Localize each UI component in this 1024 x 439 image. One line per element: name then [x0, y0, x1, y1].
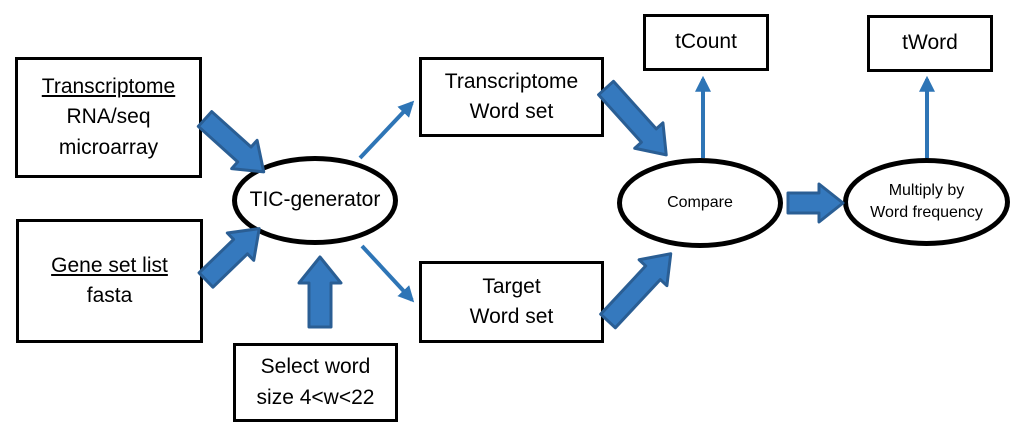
node-transcriptome-input-line3: microarray — [58, 135, 159, 159]
node-tcount-output: tCount — [643, 14, 769, 71]
node-tic-generator: TIC-generator — [232, 156, 398, 245]
node-select-word-size: Select word size 4<w<22 — [233, 343, 398, 422]
node-target-word-set-line2: Word set — [469, 305, 554, 328]
block-arrow-selectword-to-tic — [297, 255, 343, 329]
node-gene-set-input: Gene set list fasta — [16, 219, 203, 343]
node-select-word-size-line2: size 4<w<22 — [256, 385, 375, 409]
node-multiply-line2: Word frequency — [870, 204, 983, 221]
block-arrow-compare-to-multiply — [786, 182, 845, 224]
block-arrow-transcriptome-wordset-to-compare — [597, 79, 668, 157]
node-transcriptome-input: Transcriptome RNA/seq microarray — [15, 57, 202, 178]
node-target-word-set-line1: Target — [482, 274, 541, 298]
node-tword-output: tWord — [867, 15, 993, 72]
node-transcriptome-word-set-line2: Word set — [469, 100, 554, 123]
block-arrow-target-wordset-to-compare — [599, 252, 673, 330]
node-tcount-label: tCount — [675, 30, 737, 54]
node-tic-generator-label: TIC-generator — [249, 188, 381, 212]
node-gene-set-input-line2: fasta — [86, 284, 133, 307]
thin-arrow-tic-to-transcriptome-wordset — [358, 100, 415, 160]
node-compare: Compare — [617, 158, 783, 248]
node-transcriptome-word-set-line1: Transcriptome — [444, 69, 579, 93]
node-transcriptome-word-set: Transcriptome Word set — [419, 57, 604, 137]
node-transcriptome-input-line2: RNA/seq — [66, 105, 151, 129]
node-multiply-line1: Multiply by — [888, 182, 965, 200]
node-tword-label: tWord — [902, 31, 958, 55]
node-transcriptome-input-title: Transcriptome — [41, 74, 176, 98]
node-multiply-by-word-frequency: Multiply by Word frequency — [843, 158, 1010, 246]
thin-arrow-tic-to-target-wordset — [360, 244, 415, 303]
node-select-word-size-line1: Select word — [260, 355, 371, 379]
node-compare-label: Compare — [667, 194, 733, 212]
node-target-word-set: Target Word set — [419, 261, 604, 343]
node-gene-set-input-title: Gene set list — [51, 253, 168, 277]
